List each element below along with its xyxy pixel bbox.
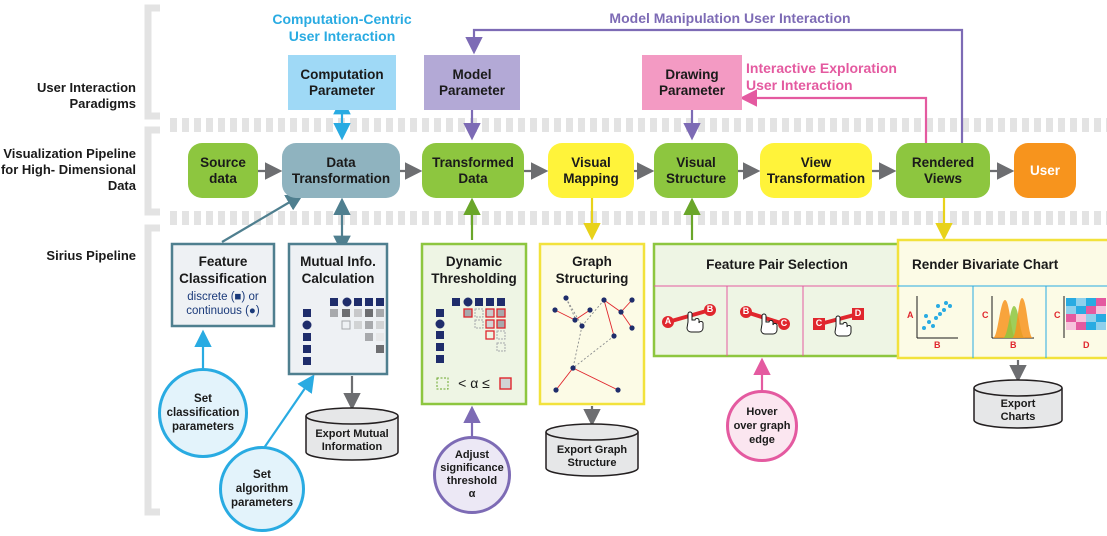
export-mutual-label[interactable]: Export Mutual Information: [315, 428, 389, 453]
chart-3-x-label: D: [1083, 340, 1090, 350]
node-view-transformation[interactable]: View Transformation: [760, 143, 872, 198]
feature-classification-panel: [170, 242, 276, 328]
algorithm-circle-arrow: [263, 374, 315, 449]
label-sirius: Sirius Pipeline: [46, 248, 136, 263]
computation-parameter-box[interactable]: Computation Parameter: [288, 55, 396, 110]
row-brackets: [144, 4, 160, 516]
pair-edge-icons: [662, 304, 864, 337]
node-rendered-views[interactable]: Rendered Views: [896, 143, 990, 198]
export-cylinders: [305, 379, 1063, 477]
node-data-transformation[interactable]: Data Transformation: [282, 143, 400, 198]
label-paradigms: User Interaction Paradigms: [37, 80, 136, 111]
pair-2-b: B: [742, 306, 750, 316]
graph-structuring-title: Graph Structuring: [555, 254, 629, 286]
node-visual-structure[interactable]: Visual Structure: [654, 143, 738, 198]
pair-3-c: C: [815, 318, 823, 328]
header-model: Model Manipulation User Interaction: [609, 10, 851, 26]
feature-pair-panel: [652, 242, 902, 358]
pair-2-c: C: [780, 318, 788, 328]
drawing-parameter-box[interactable]: Drawing Parameter: [642, 55, 742, 110]
pair-3-d: D: [854, 308, 862, 318]
chart-1-y-label: A: [907, 310, 914, 320]
label-pipeline: Visualization Pipeline for High- Dimensi…: [0, 146, 136, 193]
model-parameter-box[interactable]: Model Parameter: [424, 55, 520, 110]
node-visual-mapping[interactable]: Visual Mapping: [548, 143, 634, 198]
chart-2-y-label: C: [982, 310, 989, 320]
mutual-matrix-icon: [302, 297, 384, 365]
header-computation: Computation-Centric User Interaction: [272, 11, 412, 44]
exploration-loop: [739, 89, 928, 143]
pair-1-a: A: [664, 316, 672, 326]
chart-1-x-label: B: [934, 340, 941, 350]
graph-structure-icon: [552, 295, 635, 393]
export-charts-label[interactable]: Export Charts: [1000, 398, 1036, 423]
header-exploration: Interactive Exploration User Interaction: [746, 60, 897, 93]
node-user[interactable]: User: [1014, 143, 1076, 198]
adjust-threshold-circle[interactable]: Adjust significance threshold α: [433, 436, 511, 514]
render-bivariate-title: Render Bivariate Chart: [912, 257, 1059, 272]
node-transformed-data[interactable]: Transformed Data: [422, 143, 524, 198]
feature-pair-title: Feature Pair Selection: [706, 257, 848, 272]
set-algorithm-circle[interactable]: Set algorithm parameters: [219, 446, 305, 532]
feature-classification-text: discrete (■) or continuous (●): [186, 291, 260, 317]
threshold-formula: < α ≤: [458, 375, 490, 391]
feature-classification-title: Feature Classification: [179, 254, 267, 286]
chart-2-x-label: B: [1010, 340, 1017, 350]
bivariate-chart-icons: [916, 296, 1106, 339]
node-source-data[interactable]: Source data: [188, 143, 258, 198]
threshold-matrix-icon: [435, 297, 512, 390]
chart-3-y-label: C: [1054, 310, 1061, 320]
dynamic-threshold-title: Dynamic Thresholding: [431, 254, 517, 286]
classification-to-data-arrow: [221, 193, 304, 243]
model-manipulation-loop: [465, 28, 964, 143]
export-graph-label[interactable]: Export Graph Structure: [556, 444, 628, 469]
separator-lines: [170, 118, 1107, 225]
mutual-info-title: Mutual Info. Calculation: [300, 254, 376, 286]
pair-1-b: B: [706, 304, 714, 314]
set-classification-circle[interactable]: Set classification parameters: [158, 368, 248, 458]
hover-edge-circle[interactable]: Hover over graph edge: [726, 390, 798, 462]
